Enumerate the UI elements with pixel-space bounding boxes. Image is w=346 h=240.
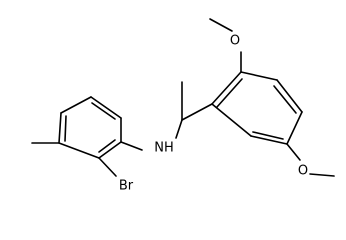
bond-ring-left-4-inner [64, 115, 67, 142]
atom-label-br: Br [119, 179, 134, 194]
bond-ring-nh [120, 141, 143, 151]
bond-ring-right-5-inner [252, 131, 284, 140]
bond-ring-right-1-inner [216, 78, 243, 108]
bond-o-methyl-top [209, 18, 233, 32]
bond-ring-left-2-inner [98, 139, 116, 153]
bond-ring-left-3 [58, 142, 100, 159]
bond-ring-left-6 [90, 96, 122, 119]
bond-nh-ch [175, 119, 183, 139]
bond-ring-right-2 [240, 71, 278, 81]
atom-label-o-bottom: O [298, 164, 308, 179]
left-aromatic-ring [58, 96, 122, 159]
bond-ring-left-6-inner [91, 102, 116, 120]
molecule-structure: NH Br O O [31, 18, 335, 194]
right-aromatic-ring [211, 71, 303, 145]
bond-ring-left-5 [60, 96, 92, 114]
bond-ring-right-3-inner [273, 85, 297, 114]
atom-label-nh: NH [154, 141, 174, 156]
bond-ring-right-3 [276, 79, 303, 113]
bond-ring-right-6 [211, 103, 252, 137]
bond-ring-left-4 [58, 112, 62, 144]
atom-label-o-top: O [230, 34, 240, 49]
bond-o-methyl-bottom [309, 173, 335, 177]
bond-ring-right-5 [250, 135, 288, 145]
bond-ring-right-4 [286, 111, 303, 145]
bond-c-br [98, 157, 117, 177]
bond-ch-ring [181, 103, 213, 121]
bond-ring-right-1 [211, 71, 242, 105]
bond-ring-o-bottom [286, 143, 301, 161]
bond-ring-left-2 [98, 141, 122, 159]
